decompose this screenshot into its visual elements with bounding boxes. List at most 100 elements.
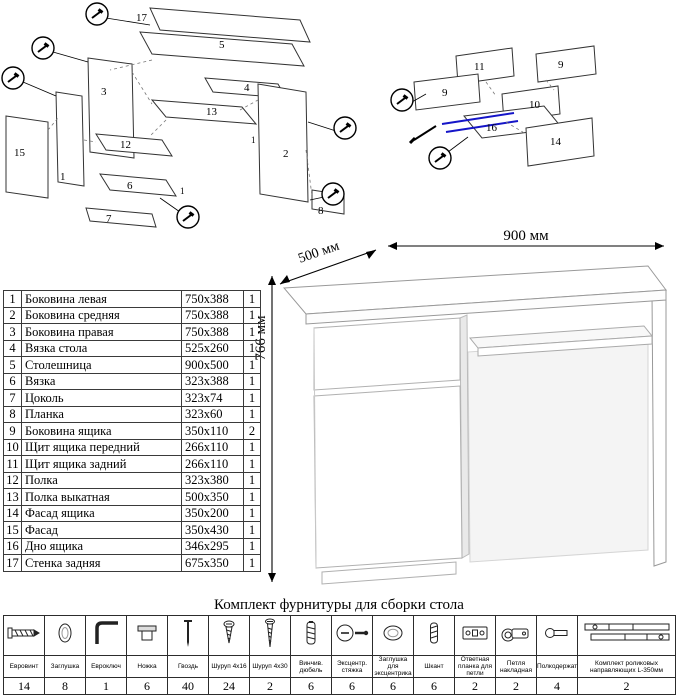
part-qty: 1 [243, 306, 261, 324]
part-number-label: 5 [219, 39, 225, 51]
part-number-label: 10 [529, 99, 541, 111]
part-num: 4 [3, 339, 22, 357]
desk-kneehole-back [467, 339, 649, 563]
part-number-label: 6 [127, 180, 133, 192]
part-size: 266x110 [181, 455, 244, 473]
panel-shelf [95, 133, 173, 157]
panel-back-wall [149, 7, 311, 43]
part-size: 346x295 [181, 537, 244, 555]
part-num: 16 [3, 537, 22, 555]
hardware-name: Ответная планка для петли [454, 655, 496, 678]
part-number-label: 4 [244, 82, 250, 94]
euro-screw-icon [3, 615, 45, 656]
part-qty: 1 [243, 438, 261, 456]
desk-drawer-front [313, 317, 461, 391]
panel-right-side [257, 83, 309, 203]
part-number-label: 12 [120, 139, 131, 151]
keyboard-tray-front [477, 335, 653, 357]
screw-callout-icon [84, 1, 110, 27]
part-name: Вязка стола [21, 339, 182, 357]
desk-top-front-edge [305, 289, 667, 325]
hardware-qty: 6 [413, 677, 455, 695]
part-size: 350x200 [181, 504, 244, 522]
part-qty: 1 [243, 488, 261, 506]
part-number-label: 1 [180, 186, 185, 196]
part-num: 2 [3, 306, 22, 324]
screw-callout-icon [0, 65, 26, 91]
shelf-pin-icon [536, 615, 578, 656]
part-size: 323x380 [181, 471, 244, 489]
part-name: Планка [21, 405, 182, 423]
hardware-qty: 2 [577, 677, 676, 695]
assembly-guides [47, 59, 313, 197]
part-num: 14 [3, 504, 22, 522]
part-num: 10 [3, 438, 22, 456]
callout-leaders [22, 17, 337, 213]
hardware-name: Евроключ [85, 655, 127, 678]
part-qty: 1 [243, 455, 261, 473]
part-size: 750x388 [181, 290, 244, 308]
part-number-label: 3 [101, 86, 107, 98]
part-name: Фасад [21, 521, 182, 539]
part-number-label: 7 [106, 213, 112, 225]
part-size: 266x110 [181, 438, 244, 456]
part-name: Полка выкатная [21, 488, 182, 506]
hardware-table: Евровинт Заглушка Евроключ Ножка Гвоздь … [3, 615, 676, 695]
screw-long-icon [249, 615, 291, 656]
hardware-name: Шуруп 4x16 [208, 655, 250, 678]
part-num: 1 [3, 290, 22, 308]
part-size: 675x350 [181, 554, 244, 572]
part-name: Вязка [21, 372, 182, 390]
part-size: 900x500 [181, 356, 244, 374]
part-qty: 1 [243, 372, 261, 390]
part-size: 525x260 [181, 339, 244, 357]
part-size: 750x388 [181, 306, 244, 324]
part-name: Цоколь [21, 389, 182, 407]
hardware-qty-row: 14 8 1 6 40 24 2 6 6 6 6 2 2 4 2 [3, 677, 676, 695]
hardware-name: Полкодержатель [536, 655, 578, 678]
screw-short-icon [208, 615, 250, 656]
dimension-width-label: 900 мм [503, 228, 549, 244]
part-name: Щит ящика передний [21, 438, 182, 456]
screw-dowel-icon [290, 615, 332, 656]
nail-icon [167, 615, 209, 656]
screw-callout-icon [427, 145, 453, 171]
part-name: Боковина левая [21, 290, 182, 308]
part-qty: 1 [243, 405, 261, 423]
part-qty: 1 [243, 356, 261, 374]
part-name: Фасад ящика [21, 504, 182, 522]
hardware-name: Эксцентр. стяжка [331, 655, 373, 678]
panel-door [5, 115, 49, 199]
part-qty: 1 [243, 323, 261, 341]
exploded-view-drawer: 11 9 9 10 16 14 [389, 45, 597, 171]
hardware-qty: 6 [126, 677, 168, 695]
cam-cap-icon [372, 615, 414, 656]
part-number-label: 1 [251, 135, 256, 145]
part-name: Полка [21, 471, 182, 489]
part-num: 9 [3, 422, 22, 440]
part-qty: 1 [243, 339, 261, 357]
hardware-name: Шкант [413, 655, 455, 678]
foot-icon [126, 615, 168, 656]
hardware-qty: 2 [249, 677, 291, 695]
drawer-side-left [413, 73, 481, 111]
part-num: 8 [3, 405, 22, 423]
assembly-guides [485, 79, 555, 135]
hardware-name: Комплект роликовых направляющих L-350мм [577, 655, 676, 678]
part-size: 500x350 [181, 488, 244, 506]
part-num: 13 [3, 488, 22, 506]
hardware-qty: 14 [3, 677, 45, 695]
